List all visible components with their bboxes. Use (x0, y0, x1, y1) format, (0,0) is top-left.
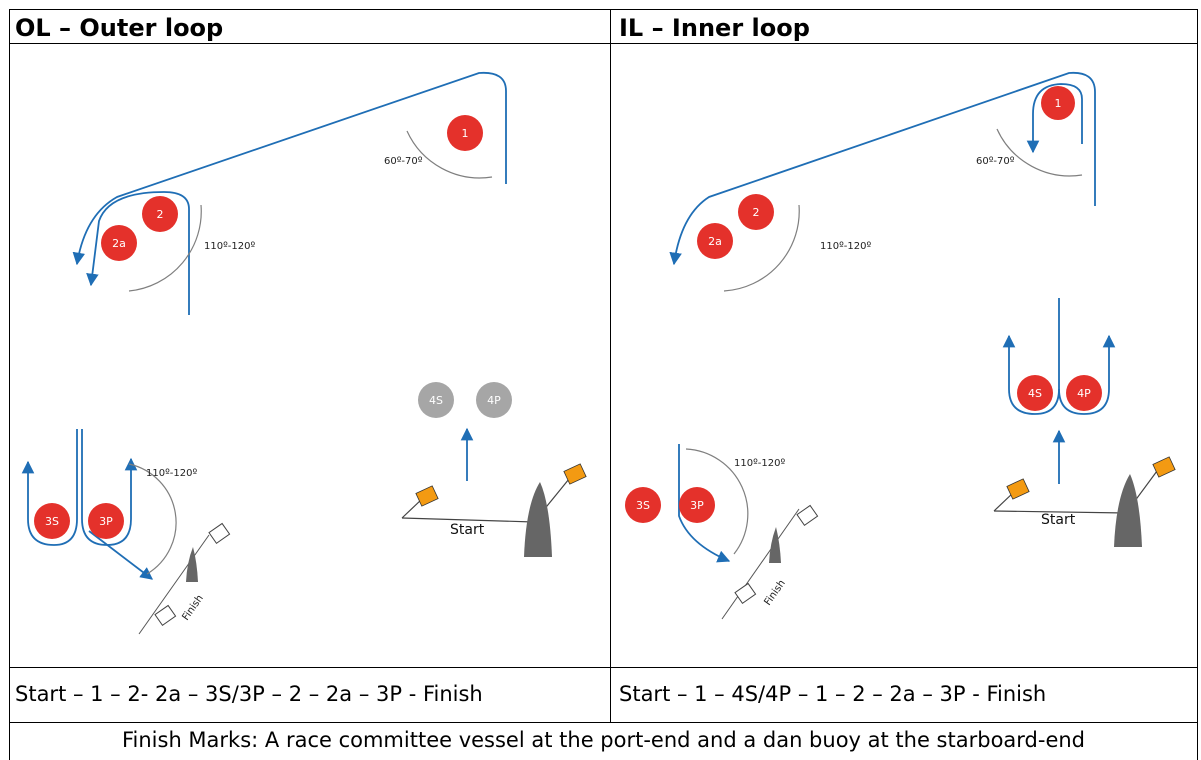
angle-label-110-120-b: 110º-120º (146, 468, 197, 479)
outer-loop-header: OL – Outer loop (15, 14, 224, 42)
mark-2-label: 2 (157, 208, 164, 221)
inner-mark-4s-label: 4S (1028, 387, 1042, 400)
inner-route-text: Start – 1 – 4S/4P – 1 – 2 – 2a – 3P - Fi… (619, 682, 1047, 706)
mark-3s-label: 3S (45, 515, 59, 528)
course-table: OL – Outer loop IL – Inner loop (9, 9, 1198, 760)
outer-angle-arcs (128, 130, 493, 575)
inner-mark-2-label: 2 (753, 206, 760, 219)
inner-mark-1 (1041, 86, 1075, 120)
finish-boat-icon (186, 547, 198, 582)
table-border-left (9, 9, 10, 760)
inner-start-line (993, 456, 1176, 547)
diagram-divider (9, 667, 1198, 668)
mark-1-label: 1 (462, 127, 469, 140)
mark-3p-label: 3P (99, 515, 113, 528)
inner-start-label: Start (1041, 512, 1076, 528)
mark-4p-label: 4P (487, 394, 501, 407)
committee-boat-icon (524, 482, 552, 557)
inner-mark-3s-label: 3S (636, 499, 650, 512)
inner-mark-2a (697, 223, 733, 259)
inner-finish-label: Finish (762, 578, 787, 608)
inner-loop-diagram: 1 2 2a 3S 3P 4S 4P 60º-70º 110º-120º 110… (625, 71, 1176, 620)
mark-3p (88, 503, 124, 539)
inner-mark-2 (738, 194, 774, 230)
inner-finish-line (721, 504, 819, 620)
mark-1 (447, 115, 483, 151)
mark-2a-label: 2a (112, 237, 126, 250)
angle-label-60-70: 60º-70º (384, 156, 423, 167)
outer-finish-line (138, 522, 231, 635)
mark-2 (142, 196, 178, 232)
outer-course-lines (21, 71, 507, 580)
mark-3s (34, 503, 70, 539)
outer-start-line (401, 463, 587, 557)
inner-angle-label-110-120: 110º-120º (820, 241, 871, 252)
mark-4s (418, 382, 454, 418)
inner-mark-4p (1066, 375, 1102, 411)
inner-angle-arcs (685, 128, 1083, 555)
inner-course-lines (669, 71, 1116, 563)
inner-marks (625, 86, 1102, 523)
table-border-top (9, 9, 1198, 10)
inner-loop-header: IL – Inner loop (619, 14, 810, 42)
inner-mark-3p (679, 487, 715, 523)
inner-committee-boat-icon (1114, 474, 1142, 547)
outer-route-text: Start – 1 – 2- 2a – 3S/3P – 2 – 2a – 3P … (15, 682, 483, 706)
column-divider (610, 9, 611, 722)
mark-4s-label: 4S (429, 394, 443, 407)
inner-mark-2a-label: 2a (708, 235, 722, 248)
inner-angle-label-110-120-b: 110º-120º (734, 458, 785, 469)
route-divider (9, 722, 1198, 723)
inner-mark-1-label: 1 (1055, 97, 1062, 110)
mark-2a (101, 225, 137, 261)
table-border-right (1197, 9, 1198, 760)
inner-mark-3s (625, 487, 661, 523)
inner-mark-4p-label: 4P (1077, 387, 1091, 400)
finish-marks-caption: Finish Marks: A race committee vessel at… (121, 728, 1086, 752)
mark-4p (476, 382, 512, 418)
outer-marks (34, 115, 512, 539)
outer-loop-diagram: 1 2 2a 3S 3P 4S 4P 60º-70º 110º-120º 110… (21, 71, 587, 635)
inner-mark-3p-label: 3P (690, 499, 704, 512)
inner-mark-4s (1017, 375, 1053, 411)
angle-label-110-120: 110º-120º (204, 241, 255, 252)
inner-angle-label-60-70: 60º-70º (976, 156, 1015, 167)
header-divider (9, 43, 1198, 44)
start-label: Start (450, 522, 485, 538)
inner-finish-boat-icon (769, 527, 781, 563)
